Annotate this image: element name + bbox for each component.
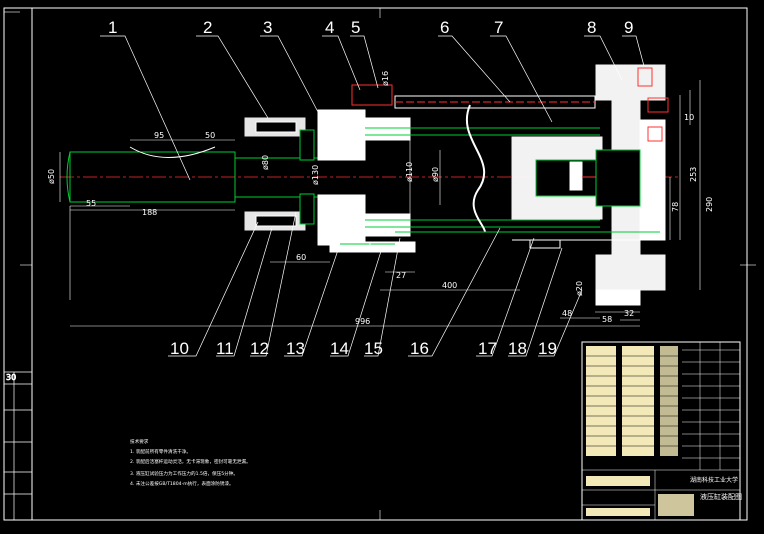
dim-78: 78 (671, 202, 680, 212)
dim-996: 996 (355, 317, 370, 326)
dim-400: 400 (442, 281, 457, 290)
notes-line-4: 4. 未注公差按GB/T1804-m执行，表面涂防锈漆。 (130, 480, 234, 487)
front-cap (317, 109, 416, 253)
svg-text:30: 30 (6, 373, 16, 382)
dim-d-20: ø20 (575, 281, 584, 296)
dim-d-body: ø110 (405, 162, 414, 182)
part-label-19: 19 (538, 339, 557, 358)
oil-ports (351, 67, 669, 142)
dim-50: 50 (205, 131, 215, 140)
dim-95: 95 (154, 131, 164, 140)
dim-253: 253 (689, 167, 698, 182)
part-label-2: 2 (203, 18, 212, 37)
notes-line-1: 1. 装配前所有零件清洗干净。 (130, 448, 191, 455)
piston-rod (66, 146, 320, 203)
dim-290: 290 (705, 197, 714, 212)
part-label-15: 15 (364, 339, 383, 358)
dim-32: 32 (624, 309, 634, 318)
part-label-17: 17 (478, 339, 497, 358)
dim-188: 188 (142, 208, 157, 217)
piston (511, 136, 640, 220)
part-label-1: 1 (108, 18, 117, 37)
notes-heading: 技术要求 (130, 438, 149, 445)
dim-58: 58 (602, 315, 612, 324)
side-strip: 30 (4, 371, 32, 520)
part-label-9: 9 (624, 18, 633, 37)
part-labels: 1 2 3 4 5 6 7 8 9 10 11 12 13 14 15 16 1… (108, 18, 633, 358)
part-label-6: 6 (440, 18, 449, 37)
dim-60: 60 (296, 253, 306, 262)
part-label-8: 8 (587, 18, 596, 37)
notes-line-3: 3. 液压缸试验压力为工作压力的1.5倍，保压5分钟。 (130, 470, 238, 477)
part-label-13: 13 (286, 339, 305, 358)
dimension-texts: ø50 55 188 95 50 ø80 ø130 ø90 ø110 60 27… (47, 71, 714, 326)
part-label-5: 5 (351, 18, 360, 37)
title-block-title: 液压缸装配图 (700, 492, 742, 501)
part-label-18: 18 (508, 339, 527, 358)
leader-lines (100, 35, 645, 357)
notes-line-2: 2. 装配后活塞杆运动灵活，无卡滞现象，密封可靠无泄漏。 (130, 458, 251, 465)
tie-rods (329, 231, 660, 251)
dim-d-rod: ø50 (47, 169, 56, 184)
dim-d-flange: ø80 (261, 155, 270, 170)
cylinder-barrel (340, 95, 660, 245)
part-label-7: 7 (494, 18, 503, 37)
part-label-10: 10 (170, 339, 189, 358)
dim-d-16: ø16 (381, 71, 390, 86)
part-label-12: 12 (250, 339, 269, 358)
sheet-border (3, 7, 756, 521)
dim-d-mid: ø130 (311, 165, 320, 185)
title-block: 湖南科技工业大学 液压缸装配图 (581, 341, 742, 521)
front-gland (244, 117, 315, 231)
rear-cap (595, 64, 666, 306)
title-block-school: 湖南科技工业大学 (690, 476, 738, 484)
dim-d-bore: ø90 (431, 167, 440, 182)
part-label-3: 3 (263, 18, 272, 37)
dimension-lines (59, 80, 701, 327)
part-label-11: 11 (216, 339, 234, 358)
dim-48: 48 (562, 309, 572, 318)
dim-10: 10 (684, 113, 694, 122)
technical-notes: 技术要求 1. 装配前所有零件清洗干净。 2. 装配后活塞杆运动灵活，无卡滞现象… (130, 438, 251, 487)
break-line (465, 104, 486, 233)
dim-27: 27 (396, 271, 406, 280)
part-label-14: 14 (330, 339, 349, 358)
dim-55: 55 (86, 199, 96, 208)
part-label-16: 16 (410, 339, 429, 358)
part-label-4: 4 (325, 18, 334, 37)
